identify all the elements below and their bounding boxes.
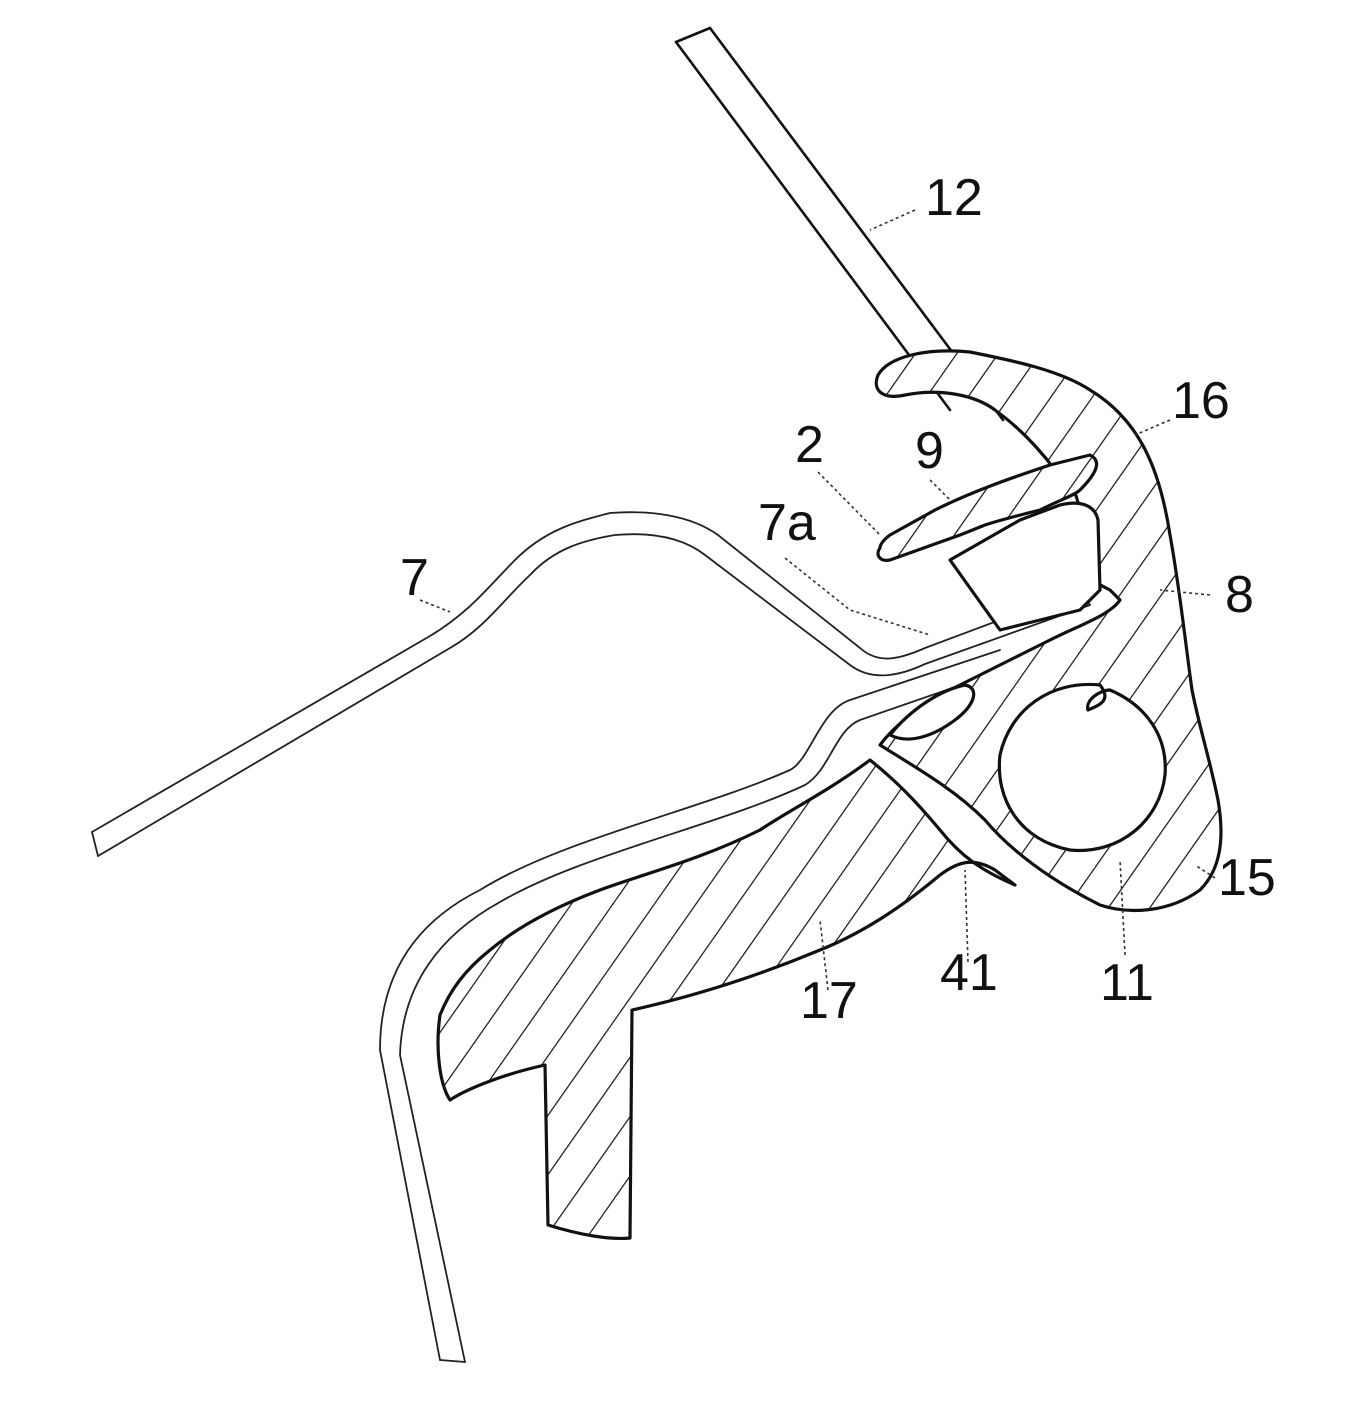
label-8: 8	[1225, 566, 1254, 624]
label-9: 9	[915, 422, 944, 480]
label-17: 17	[800, 972, 858, 1030]
label-15: 15	[1218, 849, 1276, 907]
label-11: 11	[1100, 954, 1154, 1012]
label-41: 41	[940, 944, 998, 1002]
label-2: 2	[795, 416, 824, 474]
label-16: 16	[1172, 372, 1230, 430]
label-12: 12	[925, 169, 983, 227]
hollow-bulb-seal-11	[999, 684, 1165, 850]
label-7a: 7a	[758, 494, 816, 552]
label-7: 7	[400, 549, 429, 607]
